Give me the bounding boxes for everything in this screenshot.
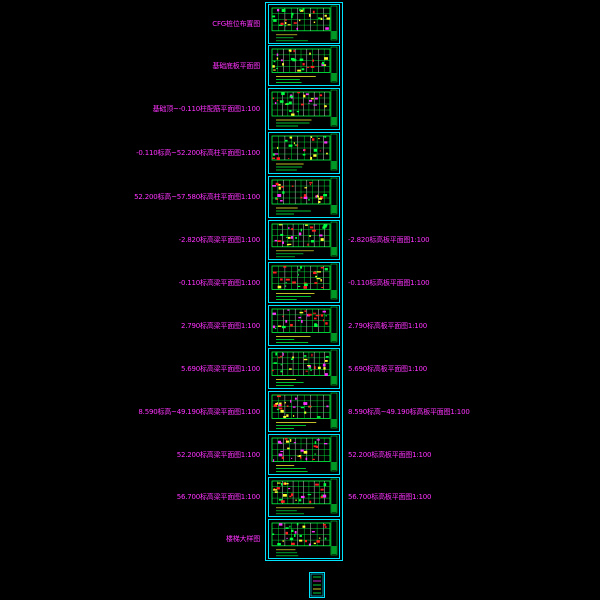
- sheet-slab-label: 8.590标高~49.190标高板平面图1:100: [348, 407, 470, 416]
- sheet-title-label: CFG桩位布置图: [212, 20, 260, 28]
- drawing-sheet[interactable]: [268, 220, 340, 260]
- sheet-plan-graphic: [271, 520, 338, 557]
- drawing-sheet[interactable]: [268, 88, 340, 130]
- overview-thumbnail-graphic: [310, 573, 324, 597]
- sheet-plan-graphic: [271, 306, 338, 343]
- sheet-slab-label: 52.200标高板平面图1:100: [348, 450, 432, 459]
- drawing-sheet[interactable]: [268, 176, 340, 218]
- sheet-title-label: -2.820标高梁平面图1:100: [178, 236, 261, 244]
- drawing-sheet[interactable]: [268, 45, 340, 86]
- drawing-sheet[interactable]: [268, 305, 340, 346]
- sheet-title-label: 8.590标高~49.190标高梁平面图1:100: [138, 407, 260, 416]
- sheet-plan-graphic: [271, 392, 338, 429]
- sheet-plan-graphic: [271, 89, 338, 127]
- sheet-slab-label: 2.790标高板平面图1:100: [348, 321, 428, 330]
- sheet-plan-graphic: [271, 435, 338, 472]
- sheet-plan-graphic: [271, 5, 338, 42]
- drawing-sheet[interactable]: [268, 4, 340, 44]
- overview-thumbnail[interactable]: [309, 572, 325, 598]
- sheet-plan-graphic: [271, 263, 338, 300]
- drawing-sheet[interactable]: [268, 477, 340, 517]
- drawing-sheet[interactable]: [268, 348, 340, 389]
- sheet-plan-graphic: [271, 221, 338, 258]
- sheet-title-label: 基础底板平面图: [212, 61, 260, 70]
- sheet-title-label: -0.110标高~52.200标高柱平面图1:100: [136, 149, 260, 157]
- sheet-slab-label: 5.690标高板平面图1:100: [348, 364, 428, 373]
- sheet-title-label: -0.110标高梁平面图1:100: [178, 278, 261, 287]
- sheet-plan-graphic: [271, 177, 338, 215]
- sheet-title-label: 楼梯大样图: [226, 535, 260, 543]
- sheet-slab-label: -0.110标高板平面图1:100: [348, 278, 430, 287]
- sheet-title-label: 5.690标高梁平面图1:100: [180, 364, 260, 373]
- drawing-sheet[interactable]: [268, 262, 340, 303]
- drawing-sheet[interactable]: [268, 519, 340, 559]
- sheet-title-label: 52.200标高~57.580标高柱平面图1:100: [134, 193, 260, 201]
- sheet-plan-graphic: [271, 349, 338, 386]
- sheet-slab-label: -2.820标高板平面图1:100: [348, 236, 430, 244]
- sheet-plan-graphic: [271, 133, 338, 171]
- sheet-slab-label: 56.700标高板平面图1:100: [348, 493, 432, 501]
- drawing-sheet-strip: [265, 2, 343, 561]
- sheet-title-label: 2.790标高梁平面图1:100: [180, 321, 260, 330]
- sheet-title-label: 52.200标高梁平面图1:100: [176, 450, 260, 459]
- sheet-title-label: 56.700标高梁平面图1:100: [176, 493, 260, 501]
- drawing-sheet[interactable]: [268, 132, 340, 174]
- sheet-plan-graphic: [271, 46, 338, 83]
- drawing-sheet[interactable]: [268, 391, 340, 432]
- sheet-title-label: 基础顶~-0.110柱配筋平面图1:100: [152, 105, 261, 113]
- sheet-plan-graphic: [271, 478, 338, 515]
- drawing-sheet[interactable]: [268, 434, 340, 475]
